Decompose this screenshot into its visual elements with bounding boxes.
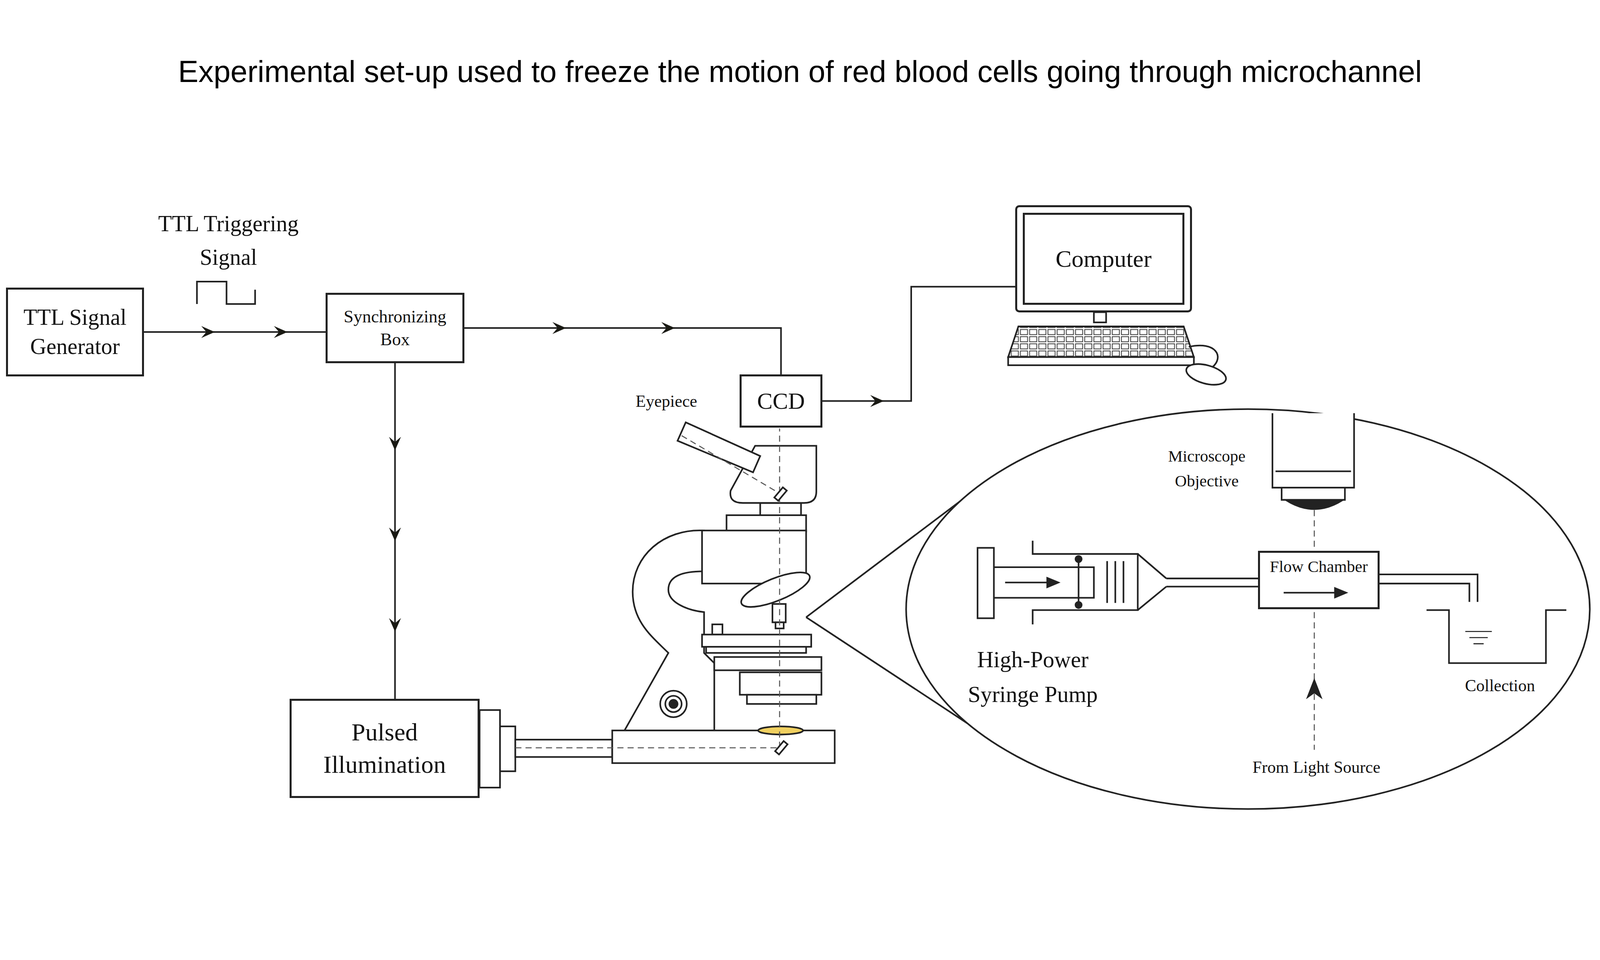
signal-connector — [389, 363, 402, 699]
signal-label: TTL Triggering Signal — [144, 206, 313, 274]
inlet-tube — [1166, 578, 1259, 587]
arrowhead — [552, 322, 566, 334]
plunger-arrow — [1046, 577, 1060, 588]
part-label: Eyepiece — [635, 391, 698, 412]
monitor-stand — [1094, 312, 1107, 323]
pulse-waveform — [196, 281, 255, 304]
eyepiece-tube — [677, 422, 761, 473]
microscope-body — [726, 515, 806, 532]
microscope-stage — [706, 646, 806, 653]
arrowhead — [661, 322, 675, 334]
water-symbol — [1465, 631, 1492, 644]
focus-knob — [665, 695, 682, 712]
graduation — [1122, 561, 1125, 604]
part-label: High-Power Syringe Pump — [946, 642, 1119, 712]
arrowhead — [389, 618, 402, 632]
light-path — [515, 747, 778, 749]
signal-wire — [394, 363, 396, 699]
collection-vessel — [1426, 610, 1566, 664]
condenser — [714, 657, 822, 671]
part-label: Microscope Objective — [1150, 443, 1263, 494]
signal-connector — [464, 322, 782, 375]
ccd-camera-box: CCD — [739, 374, 823, 428]
signal-wire — [144, 331, 326, 333]
microscope-base — [612, 730, 835, 764]
keyboard — [1008, 326, 1194, 358]
signal-connector — [144, 326, 326, 338]
flow-arrow — [1334, 587, 1348, 598]
signal-wire — [822, 286, 1016, 402]
computer-monitor: Computer — [1015, 205, 1192, 313]
part-label: Collection — [1465, 675, 1536, 696]
arrowhead — [389, 527, 402, 542]
objective-body — [1272, 413, 1354, 488]
part-label: From Light Source — [1252, 757, 1381, 778]
syringe-seal — [1077, 559, 1080, 606]
graduation — [1114, 561, 1116, 604]
signal-connector — [822, 286, 1016, 408]
node-text: TTL Signal Generator — [14, 302, 136, 362]
optical-axis — [779, 428, 781, 748]
objective-tip — [1281, 487, 1345, 500]
light-port — [758, 726, 803, 735]
mouse — [1184, 360, 1228, 389]
focus-knob — [669, 700, 678, 708]
lamp-nozzle — [479, 710, 500, 788]
arrowhead — [201, 326, 215, 338]
plunger-end — [977, 548, 994, 619]
synchronizing-box: Synchronizing Box — [325, 292, 465, 364]
seal-ring — [1075, 602, 1082, 608]
diagram-title: Experimental set-up used to freeze the m… — [0, 53, 1600, 90]
mirror — [775, 741, 788, 755]
syringe-tip — [1137, 554, 1166, 610]
syringe-barrel — [1032, 540, 1138, 625]
node-text: Flow Chamber — [1263, 556, 1375, 578]
lamp-coupler — [500, 726, 516, 772]
focus-knob — [660, 690, 687, 718]
light-arrow — [1307, 679, 1322, 698]
microscope-stage — [702, 634, 812, 647]
plunger-arrow — [1005, 581, 1052, 584]
seal-ring — [1075, 556, 1082, 562]
arrowhead — [389, 436, 402, 451]
node-text: Computer — [1029, 243, 1178, 275]
stage-clip — [712, 624, 723, 635]
condenser — [746, 694, 816, 704]
prism — [774, 487, 787, 501]
flow-arrow — [1283, 592, 1339, 594]
keyboard — [1008, 357, 1194, 366]
pulsed-illumination-box: Pulsed Illumination — [289, 698, 480, 798]
node-text: Pulsed Illumination — [298, 716, 471, 781]
arrowhead — [870, 395, 884, 408]
signal-generator-box: TTL Signal Generator — [6, 287, 144, 377]
eyepiece-axis — [681, 435, 779, 493]
arrowhead — [274, 326, 288, 338]
outlet-tube — [1379, 574, 1478, 602]
signal-wire — [464, 328, 782, 375]
objective-lens — [1285, 500, 1343, 510]
microscope-arm — [624, 530, 714, 731]
optical-axis — [1313, 510, 1315, 549]
flow-chamber-box: Flow Chamber — [1258, 550, 1380, 610]
condenser — [739, 672, 822, 695]
node-text: Synchronizing Box — [333, 305, 457, 351]
microscope-neck — [760, 502, 802, 516]
node-text: CCD — [747, 386, 815, 416]
graduation — [1106, 561, 1108, 604]
inset-ellipse — [906, 409, 1590, 810]
objective-body — [1275, 470, 1352, 472]
